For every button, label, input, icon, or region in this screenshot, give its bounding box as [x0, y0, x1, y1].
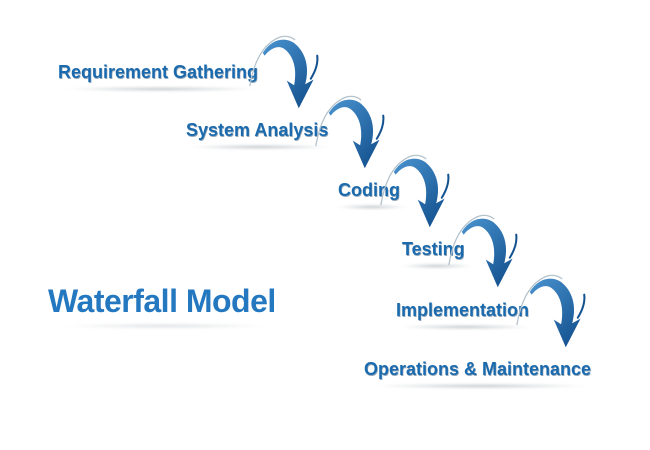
stage-label: Testing — [402, 239, 465, 259]
stage-label: Requirement Gathering — [58, 62, 259, 82]
curved-down-arrow-icon-1 — [248, 35, 319, 110]
stage-label: Coding — [338, 180, 400, 200]
stage-operations-maintenance: Operations & Maintenance — [364, 358, 591, 380]
stage-testing: Testing — [402, 238, 465, 260]
stage-requirement-gathering: Requirement Gathering — [58, 61, 258, 83]
curved-down-arrow-icon-4 — [447, 214, 518, 289]
curved-down-arrow-icon-3 — [379, 154, 450, 229]
stage-label: Implementation — [396, 300, 530, 320]
curved-down-arrow-icon-5 — [515, 274, 586, 349]
stage-label: Operations & Maintenance — [364, 359, 592, 379]
stage-implementation: Implementation — [396, 299, 529, 321]
stage-coding: Coding — [338, 179, 400, 201]
stage-label: System Analysis — [186, 120, 329, 140]
curved-down-arrow-icon-2 — [314, 95, 385, 170]
stage-system-analysis: System Analysis — [186, 119, 328, 141]
page-title: Waterfall Model — [48, 283, 276, 319]
